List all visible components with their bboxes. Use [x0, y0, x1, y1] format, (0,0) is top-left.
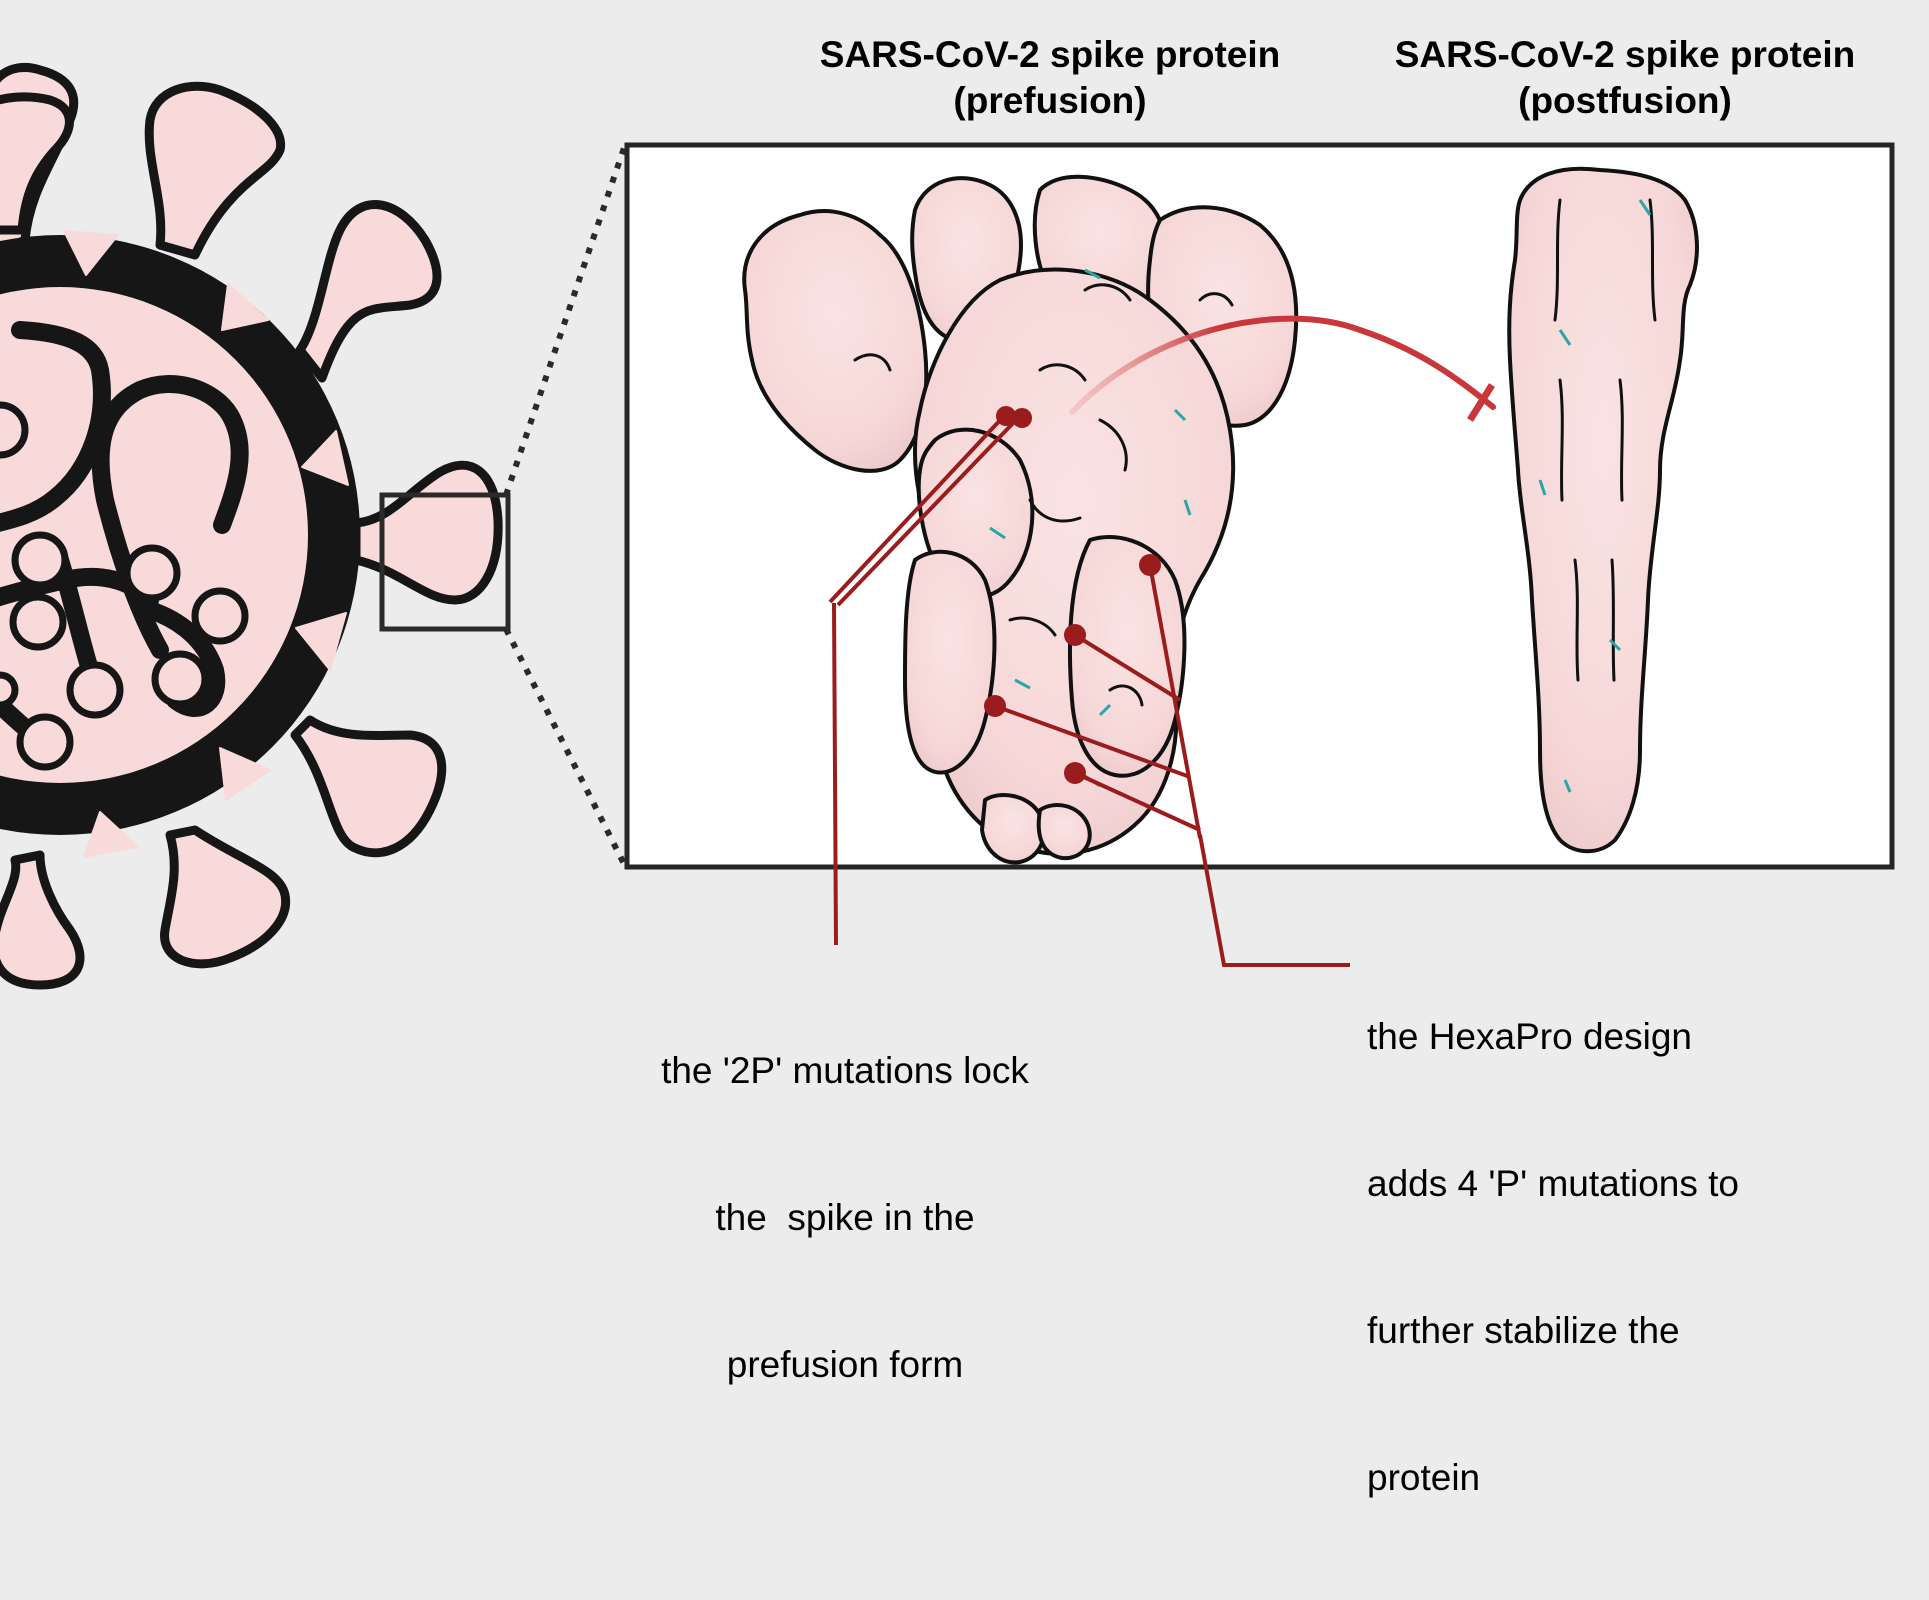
- annotation-hexapro: the HexaPro design adds 4 'P' mutations …: [1367, 914, 1837, 1600]
- title-prefusion: SARS-CoV-2 spike protein (prefusion): [790, 32, 1310, 124]
- diagram-graphics: [0, 62, 1895, 990]
- annotation-2p-line3: prefusion form: [726, 1344, 964, 1385]
- annotation-2p-line1: the '2P' mutations lock: [661, 1050, 1029, 1091]
- annotation-hexapro-line2: adds 4 'P' mutations to: [1367, 1163, 1740, 1204]
- title-prefusion-line1: SARS-CoV-2 spike protein: [819, 34, 1281, 75]
- title-postfusion-line1: SARS-CoV-2 spike protein: [1394, 34, 1856, 75]
- annotation-hexapro-line3: further stabilize the: [1367, 1310, 1680, 1351]
- hexapro-callout: [984, 554, 1350, 967]
- figure-canvas: SARS-CoV-2 spike protein (prefusion) SAR…: [0, 32, 1895, 1498]
- title-postfusion: SARS-CoV-2 spike protein (postfusion): [1365, 32, 1885, 124]
- inhibition-arrow-icon: [1069, 315, 1496, 422]
- two-p-callout: [828, 406, 1032, 946]
- postfusion-spike-structure: [1507, 166, 1699, 854]
- title-prefusion-line2: (prefusion): [953, 80, 1147, 121]
- annotation-2p: the '2P' mutations lock the spike in the…: [605, 948, 1085, 1487]
- coronavirus-particle-icon: [0, 62, 628, 990]
- annotation-hexapro-line1: the HexaPro design: [1367, 1016, 1692, 1057]
- annotation-2p-line2: the spike in the: [715, 1197, 975, 1238]
- title-postfusion-line2: (postfusion): [1518, 80, 1732, 121]
- annotation-hexapro-line4: protein: [1367, 1457, 1481, 1498]
